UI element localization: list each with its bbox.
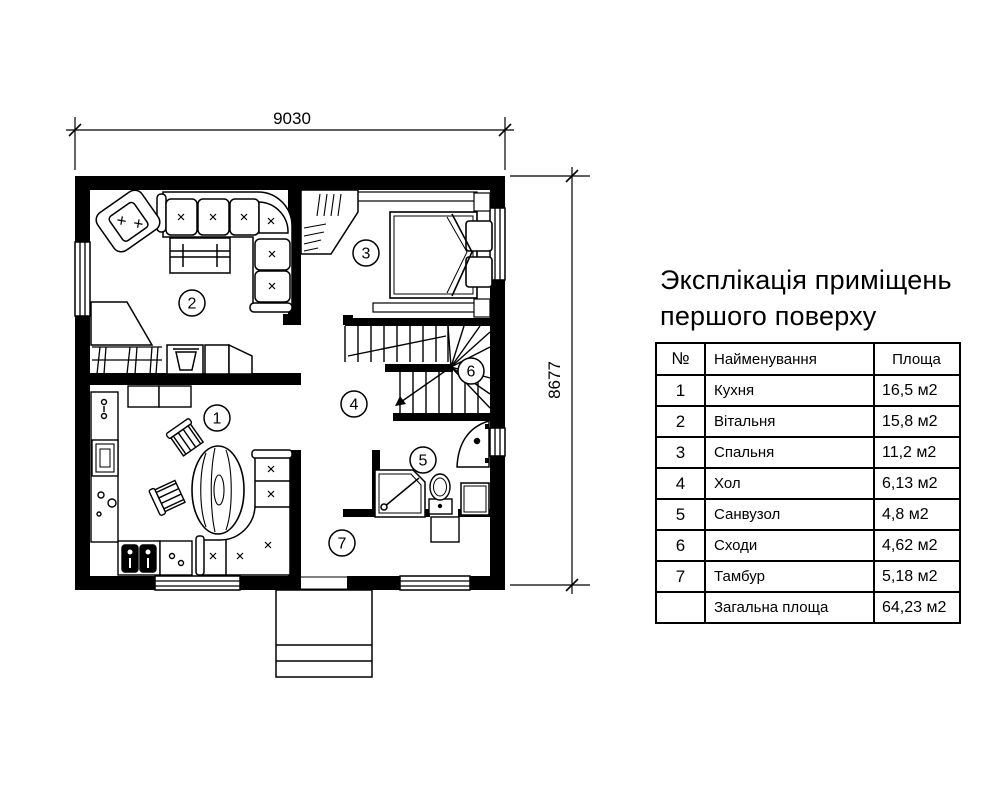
room-number-4: 4 xyxy=(340,390,368,418)
window-icon xyxy=(399,575,471,591)
room-number-2: 2 xyxy=(178,289,206,317)
explication-panel: Эксплікація приміщень першого поверху № … xyxy=(655,262,990,624)
cell-num: 6 xyxy=(655,529,706,562)
cell-name: Загальна площа xyxy=(704,591,875,624)
cell-name: Вітальня xyxy=(704,405,875,438)
room-number-6: 6 xyxy=(457,357,485,385)
explication-title-line2: першого поверху xyxy=(660,301,877,331)
corner-bench-icon xyxy=(195,449,293,576)
cell-area: 4,62 м2 xyxy=(873,529,961,562)
entry-door-opening xyxy=(301,576,347,590)
washing-machine-icon xyxy=(460,482,490,516)
cell-num: 1 xyxy=(655,374,706,407)
cell-area: 4,8 м2 xyxy=(873,498,961,531)
cell-area: 5,18 м2 xyxy=(873,560,961,593)
window-icon xyxy=(489,427,506,457)
room-number-1: 1 xyxy=(203,404,231,432)
svg-text:5: 5 xyxy=(419,453,428,470)
dimension-right: 8677 xyxy=(510,167,590,594)
svg-text:7: 7 xyxy=(338,536,347,553)
cell-name: Спальня xyxy=(704,436,875,469)
header-number: № xyxy=(655,342,706,376)
cell-area: 64,23 м2 xyxy=(873,591,961,624)
cell-num: 7 xyxy=(655,560,706,593)
svg-text:3: 3 xyxy=(362,246,371,263)
cell-name: Хол xyxy=(704,467,875,500)
dimension-height-label: 8677 xyxy=(545,361,564,399)
cell-name: Сходи xyxy=(704,529,875,562)
cell-num: 5 xyxy=(655,498,706,531)
porch-steps-icon xyxy=(275,589,373,678)
chair-icon xyxy=(165,418,205,457)
header-name: Найменування xyxy=(704,342,875,376)
svg-text:2: 2 xyxy=(188,296,197,313)
cell-num: 2 xyxy=(655,405,706,438)
corner-washbasin-icon xyxy=(456,420,490,468)
room-number-labels: 1 2 3 4 5 6 7 xyxy=(178,239,485,557)
shower-icon xyxy=(374,469,426,518)
cell-area: 16,5 м2 xyxy=(873,374,961,407)
armchair-icon xyxy=(95,189,161,253)
room-number-3: 3 xyxy=(352,239,380,267)
chair-icon xyxy=(148,479,186,516)
header-area: Площа xyxy=(873,342,961,376)
window-icon xyxy=(154,575,241,591)
dimension-width-label: 9030 xyxy=(273,109,311,128)
explication-title-line1: Эксплікація приміщень xyxy=(660,265,952,295)
svg-text:6: 6 xyxy=(467,364,476,381)
svg-text:4: 4 xyxy=(350,397,359,414)
explication-title: Эксплікація приміщень першого поверху xyxy=(660,262,990,334)
window-icon xyxy=(489,207,506,281)
kitchen-counter-icon xyxy=(90,385,192,543)
wardrobe-icon xyxy=(300,189,359,255)
windows xyxy=(74,207,506,591)
toilet-icon xyxy=(428,473,453,515)
room-number-5: 5 xyxy=(409,446,437,474)
bed-icon xyxy=(347,191,493,318)
cell-name: Кухня xyxy=(704,374,875,407)
sink-icon xyxy=(117,540,193,576)
cell-num: 3 xyxy=(655,436,706,469)
dimension-top: 9030 xyxy=(66,109,514,170)
cabinet-icon xyxy=(90,301,253,375)
door-leaf-icon xyxy=(430,516,460,543)
svg-text:1: 1 xyxy=(213,411,222,428)
cell-area: 6,13 м2 xyxy=(873,467,961,500)
cell-area: 11,2 м2 xyxy=(873,436,961,469)
kitchen-table-icon xyxy=(191,445,245,535)
table-header-row: № Найменування Площа xyxy=(655,342,961,376)
corner-sofa-icon xyxy=(156,191,293,313)
cell-num xyxy=(655,591,706,624)
cell-num: 4 xyxy=(655,467,706,500)
room-number-7: 7 xyxy=(328,529,356,557)
shelf-rack-icon xyxy=(92,346,162,375)
cell-area: 15,8 м2 xyxy=(873,405,961,438)
cell-name: Санвузол xyxy=(704,498,875,531)
coffee-table-icon xyxy=(169,237,231,274)
window-icon xyxy=(74,241,91,317)
cell-name: Тамбур xyxy=(704,560,875,593)
